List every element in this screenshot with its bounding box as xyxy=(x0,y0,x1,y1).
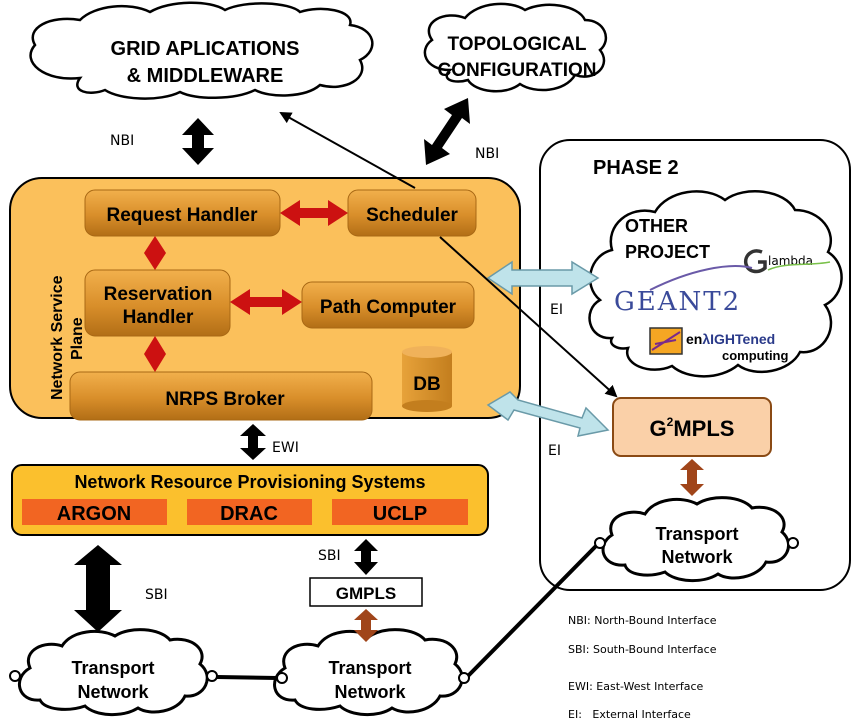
db-label: DB xyxy=(413,374,440,395)
db-cylinder: DB xyxy=(402,346,452,412)
legend-nbi: NBI: North-Bound Interface xyxy=(568,614,717,627)
legend-ei: EI: External Interface xyxy=(568,708,691,721)
nrps-broker-box xyxy=(69,371,373,421)
ewi-label: EWI xyxy=(272,440,299,456)
ewi-arrow xyxy=(240,424,266,460)
path-computer-box xyxy=(301,281,475,329)
enlightened-logo: enλIGHTened computing xyxy=(649,327,788,363)
topological-cloud: TOPOLOGICAL CONFIGURATION xyxy=(423,2,608,93)
other-project-cloud: OTHER PROJECT xyxy=(588,190,843,378)
gmpls-box xyxy=(309,577,423,607)
transport-left-line1: Transport xyxy=(71,658,154,678)
transport-cloud-center: Transport Network xyxy=(273,628,470,716)
transport-center-line2: Network xyxy=(334,682,406,702)
legend: NBI: North-Bound Interface SBI: South-Bo… xyxy=(568,614,717,721)
transport-left-line2: Network xyxy=(77,682,149,702)
transport-center-line1: Transport xyxy=(328,658,411,678)
path-computer-label: Path Computer xyxy=(320,297,457,318)
transport-cloud-right: Transport Network xyxy=(594,496,799,582)
grid-apps-line2: & MIDDLEWARE xyxy=(127,65,284,87)
geant2-text: GEANT2 xyxy=(614,287,741,317)
reservation-handler-box xyxy=(84,269,231,337)
scheduler-to-grid-arrow xyxy=(279,112,416,189)
glambda-logo: lambda xyxy=(743,249,831,274)
uclp-label: UCLP xyxy=(373,503,427,525)
sbi-label-left: SBI xyxy=(145,587,168,603)
gmpls-label: GMPLS xyxy=(336,584,396,603)
reservation-handler-line1: Reservation xyxy=(104,284,213,305)
g2mpls-label: G2MPLS xyxy=(650,415,735,441)
argon-box xyxy=(22,499,167,525)
topological-line2: CONFIGURATION xyxy=(437,60,596,81)
sbi-label-gmpls: SBI xyxy=(318,548,341,564)
sbi-arrow-left xyxy=(74,545,122,632)
argon-label: ARGON xyxy=(57,503,131,525)
other-project-line1: OTHER xyxy=(625,216,688,236)
red-arrow-request-scheduler xyxy=(280,200,348,226)
ei-label-upper: EI xyxy=(550,302,563,318)
transport-cloud-left: Transport Network xyxy=(9,628,218,716)
grid-apps-cloud: GRID APLICATIONS & MIDDLEWARE xyxy=(29,1,374,100)
enlightened-en: enλIGHTened xyxy=(686,331,775,347)
geant2-logo: GEANT2 xyxy=(614,265,753,317)
scheduler-label: Scheduler xyxy=(366,205,458,226)
transport-right-line2: Network xyxy=(661,547,733,567)
drac-box xyxy=(187,499,312,525)
uclp-box xyxy=(332,499,468,525)
ei-arrow-lower xyxy=(486,391,610,437)
transport-right-line1: Transport xyxy=(655,524,738,544)
brown-arrow-gmpls-transport xyxy=(354,609,378,642)
nsp-label-line2: Plane xyxy=(69,317,86,360)
nbi-label-right: NBI xyxy=(475,146,499,162)
red-arrow-reservation-path xyxy=(230,289,302,315)
phase2-title: PHASE 2 xyxy=(593,157,679,179)
nrps-broker-label: NRPS Broker xyxy=(165,389,285,410)
red-diamond-reservation-broker xyxy=(144,336,166,372)
drac-label: DRAC xyxy=(220,503,278,525)
topological-line1: TOPOLOGICAL xyxy=(448,34,587,55)
nbi-label-left: NBI xyxy=(110,133,134,149)
g2mpls-box xyxy=(612,397,772,457)
enlightened-computing: computing xyxy=(722,348,788,363)
legend-ewi: EWI: East-West Interface xyxy=(568,680,704,693)
scheduler-to-g2mpls-arrow xyxy=(439,236,618,398)
nbi-arrow-topological xyxy=(424,98,470,165)
brown-arrow-g2mpls-transport xyxy=(680,459,704,496)
sbi-arrow-gmpls xyxy=(354,539,378,575)
ei-label-lower: EI xyxy=(548,443,561,459)
other-project-line2: PROJECT xyxy=(625,242,710,262)
reservation-handler-line2: Handler xyxy=(123,307,194,328)
request-handler-label: Request Handler xyxy=(107,205,259,226)
red-diamond-request-reservation xyxy=(144,236,166,270)
link-left-center xyxy=(216,675,278,680)
legend-sbi: SBI: South-Bound Interface xyxy=(568,643,717,656)
ei-arrow-upper xyxy=(486,260,600,296)
glambda-text: lambda xyxy=(768,254,813,268)
nbi-arrow-grid xyxy=(182,118,214,165)
grid-apps-line1: GRID APLICATIONS xyxy=(111,38,300,60)
nsp-label-line1: Network Service xyxy=(49,275,66,400)
nrps-title: Network Resource Provisioning Systems xyxy=(74,472,425,492)
link-center-right xyxy=(466,544,598,678)
